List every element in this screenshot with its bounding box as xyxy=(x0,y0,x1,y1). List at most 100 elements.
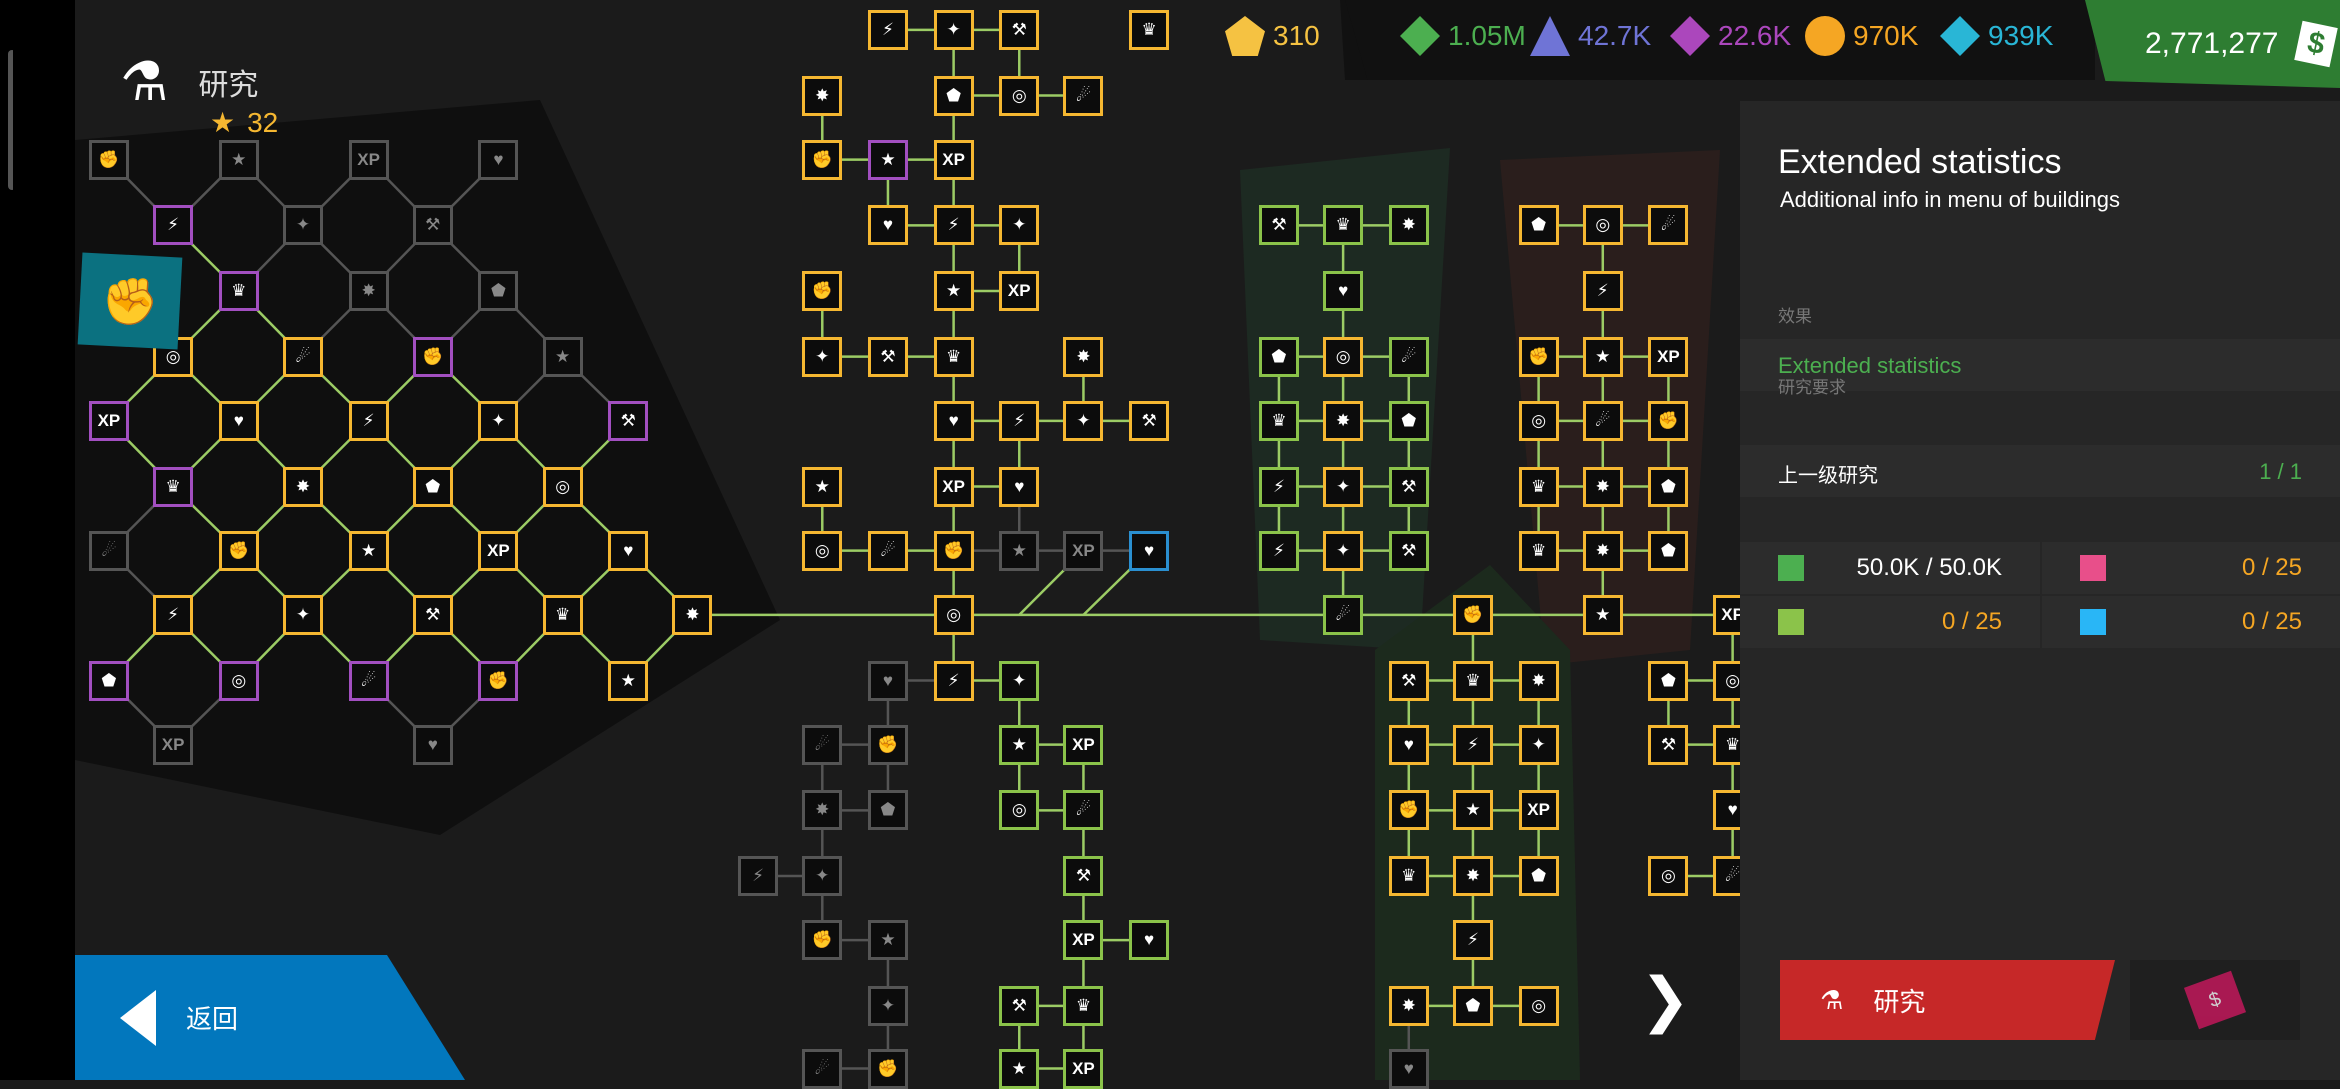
research-node[interactable]: ✊ xyxy=(218,530,259,571)
research-node[interactable]: ⚡ xyxy=(1258,530,1299,571)
research-node[interactable]: ⚡ xyxy=(738,856,779,896)
research-node[interactable]: ✸ xyxy=(1452,856,1493,896)
research-node[interactable]: ♛ xyxy=(1258,400,1299,441)
research-node[interactable]: ♛ xyxy=(1129,9,1170,50)
research-node[interactable]: ⚡ xyxy=(153,205,194,246)
research-node[interactable]: ⬟ xyxy=(1648,466,1689,507)
research-node[interactable]: ⚒ xyxy=(1258,205,1299,246)
research-node[interactable]: ◎ xyxy=(218,660,259,701)
research-node[interactable]: ♛ xyxy=(1388,856,1429,896)
research-node[interactable]: ⬟ xyxy=(1648,530,1689,571)
research-node[interactable]: ⚒ xyxy=(412,594,453,635)
research-node[interactable]: ★ xyxy=(218,139,259,180)
research-node[interactable]: XP xyxy=(933,139,974,180)
research-node[interactable]: ◎ xyxy=(1582,205,1623,246)
research-node[interactable]: ✦ xyxy=(1518,724,1559,765)
research-node[interactable]: ⚡ xyxy=(1452,920,1493,961)
research-node[interactable]: ♥ xyxy=(478,139,519,180)
research-node[interactable]: ♛ xyxy=(1323,205,1364,246)
research-node[interactable]: ☄ xyxy=(1582,400,1623,441)
research-node[interactable]: ✸ xyxy=(1388,205,1429,246)
research-node[interactable]: ⚒ xyxy=(1063,856,1104,896)
research-node[interactable]: ⚒ xyxy=(412,205,453,246)
research-node[interactable]: ★ xyxy=(1582,336,1623,377)
research-node[interactable]: ✦ xyxy=(802,336,843,377)
research-node[interactable]: ✊ xyxy=(1388,790,1429,831)
research-node[interactable]: ✊ xyxy=(867,724,908,765)
research-node[interactable]: ⚡ xyxy=(348,400,389,441)
research-node[interactable]: ♥ xyxy=(1129,530,1170,571)
research-node[interactable]: XP xyxy=(348,139,389,180)
research-node[interactable]: ♥ xyxy=(218,400,259,441)
research-node[interactable]: ♥ xyxy=(412,724,453,765)
research-node[interactable]: ⚡ xyxy=(1258,466,1299,507)
research-node[interactable]: ⬟ xyxy=(1518,856,1559,896)
research-node[interactable]: ★ xyxy=(1452,790,1493,831)
research-node[interactable]: ⚡ xyxy=(933,660,974,701)
research-node[interactable]: ⬟ xyxy=(867,790,908,831)
research-node[interactable]: ✸ xyxy=(1582,466,1623,507)
research-node[interactable]: ★ xyxy=(999,1048,1040,1089)
research-ticket-button[interactable]: $ xyxy=(2130,960,2300,1040)
research-node[interactable]: ⚡ xyxy=(867,9,908,50)
research-node[interactable]: ♥ xyxy=(1388,724,1429,765)
research-node[interactable]: ⬟ xyxy=(1518,205,1559,246)
research-node[interactable]: ⬟ xyxy=(1388,400,1429,441)
research-node[interactable]: ⚒ xyxy=(608,400,649,441)
research-node[interactable]: ♥ xyxy=(1388,1048,1429,1089)
research-node[interactable]: XP xyxy=(88,400,129,441)
research-node[interactable]: ☄ xyxy=(282,336,323,377)
research-node[interactable]: ☄ xyxy=(1388,336,1429,377)
research-node[interactable]: XP xyxy=(933,466,974,507)
research-node[interactable]: ◎ xyxy=(1518,985,1559,1026)
research-node[interactable]: ⬟ xyxy=(88,660,129,701)
research-node[interactable]: ⬟ xyxy=(1452,985,1493,1026)
research-node[interactable]: ⚒ xyxy=(999,985,1040,1026)
research-node[interactable]: ⬟ xyxy=(412,466,453,507)
research-node[interactable]: XP xyxy=(1648,336,1689,377)
research-node[interactable]: ✦ xyxy=(1323,466,1364,507)
research-node[interactable]: ♛ xyxy=(218,271,259,311)
research-node[interactable]: ⬟ xyxy=(1258,336,1299,377)
next-arrow-button[interactable]: ❯ xyxy=(1640,966,1691,1033)
research-node[interactable]: ✊ xyxy=(88,139,129,180)
research-node[interactable]: ⚡ xyxy=(999,400,1040,441)
research-node[interactable]: ♛ xyxy=(1518,530,1559,571)
research-node[interactable]: ✸ xyxy=(1323,400,1364,441)
research-node[interactable]: ★ xyxy=(867,920,908,961)
research-node[interactable]: ✊ xyxy=(1518,336,1559,377)
research-node[interactable]: ☄ xyxy=(802,724,843,765)
research-node[interactable]: ✊ xyxy=(1648,400,1689,441)
research-node[interactable]: XP xyxy=(1063,530,1104,571)
research-node[interactable]: ✸ xyxy=(672,594,713,635)
research-node[interactable]: ◎ xyxy=(802,530,843,571)
research-node[interactable]: ✊ xyxy=(1452,594,1493,635)
research-node[interactable]: ✊ xyxy=(412,336,453,377)
research-node[interactable]: ◎ xyxy=(1648,856,1689,896)
research-node[interactable]: ⚒ xyxy=(1648,724,1689,765)
research-node[interactable]: ⬟ xyxy=(1648,660,1689,701)
research-node[interactable]: ⚒ xyxy=(1129,400,1170,441)
research-button[interactable]: ⚗ 研究 xyxy=(1780,960,2115,1040)
research-node[interactable]: ♥ xyxy=(867,205,908,246)
research-node[interactable]: ⬟ xyxy=(478,271,519,311)
research-node[interactable]: ★ xyxy=(999,724,1040,765)
research-node[interactable]: ✊ xyxy=(802,271,843,311)
research-node[interactable]: ♥ xyxy=(1129,920,1170,961)
research-node[interactable]: XP xyxy=(1063,1048,1104,1089)
research-node[interactable]: ⚒ xyxy=(999,9,1040,50)
research-node[interactable]: ⚒ xyxy=(1388,466,1429,507)
research-node[interactable]: XP xyxy=(1518,790,1559,831)
research-node[interactable]: ✊ xyxy=(933,530,974,571)
research-node[interactable]: ⚒ xyxy=(1388,530,1429,571)
research-node[interactable]: ☄ xyxy=(802,1048,843,1089)
research-node[interactable]: ◎ xyxy=(999,790,1040,831)
research-node[interactable]: ♥ xyxy=(867,660,908,701)
research-node[interactable]: ♥ xyxy=(999,466,1040,507)
research-node[interactable]: ⚒ xyxy=(1388,660,1429,701)
research-node[interactable]: ♛ xyxy=(542,594,583,635)
research-node[interactable]: ◎ xyxy=(1518,400,1559,441)
research-node[interactable]: ✦ xyxy=(999,205,1040,246)
research-node[interactable]: ◎ xyxy=(542,466,583,507)
research-node[interactable]: ♛ xyxy=(1452,660,1493,701)
